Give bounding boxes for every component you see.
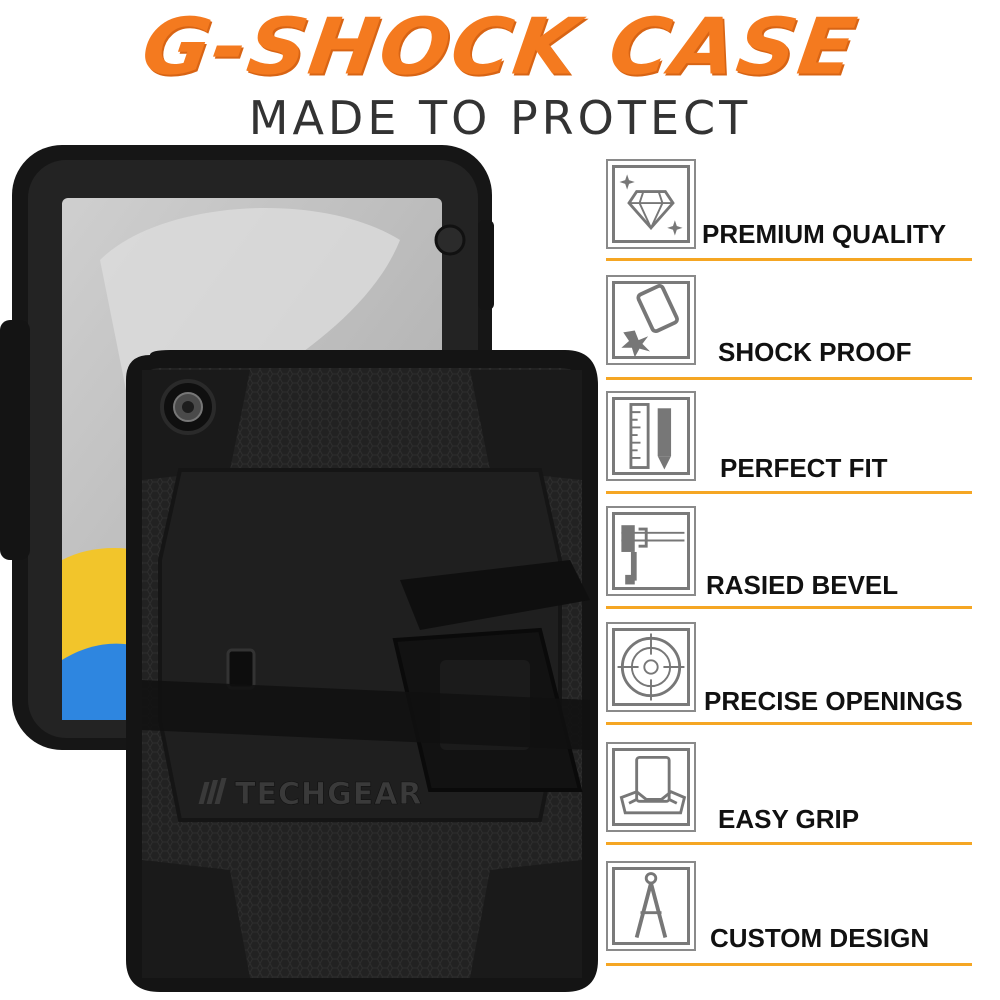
feature-divider bbox=[606, 606, 972, 609]
shock-proof-icon bbox=[621, 284, 679, 358]
ruler-pencil-icon bbox=[629, 403, 672, 470]
subheadline-banner: MADE TO PROTECT bbox=[0, 88, 1000, 148]
subheadline-text: MADE TO PROTECT bbox=[248, 91, 752, 145]
feature-item: CUSTOM DESIGN bbox=[600, 857, 1000, 972]
feature-item: SHOCK PROOF bbox=[600, 271, 1000, 386]
feature-item: RASIED BEVEL bbox=[600, 502, 1000, 617]
feature-item: PRECISE OPENINGS bbox=[600, 618, 1000, 733]
feature-icon-box bbox=[606, 506, 696, 596]
target-icon bbox=[617, 633, 685, 701]
brand-logo: TECHGEAR bbox=[198, 777, 423, 812]
feature-label: SHOCK PROOF bbox=[718, 337, 912, 367]
feature-label: EASY GRIP bbox=[718, 804, 860, 834]
feature-divider bbox=[606, 491, 972, 494]
feature-label: RASIED BEVEL bbox=[706, 570, 899, 600]
feature-divider bbox=[606, 963, 972, 966]
feature-divider bbox=[606, 377, 972, 380]
brand-logo-text: TECHGEAR bbox=[235, 777, 423, 812]
headline-text: G-SHOCK CASE bbox=[136, 1, 864, 93]
feature-icon-box bbox=[606, 622, 696, 712]
tablet-grip-icon bbox=[619, 755, 687, 815]
feature-label: PREMIUM QUALITY bbox=[702, 219, 947, 249]
feature-label: PRECISE OPENINGS bbox=[704, 686, 963, 716]
feature-divider bbox=[606, 722, 972, 725]
diamond-icon bbox=[619, 174, 683, 236]
feature-label: PERFECT FIT bbox=[720, 453, 888, 483]
feature-divider bbox=[606, 842, 972, 845]
feature-icon-box bbox=[606, 391, 696, 481]
feature-item: EASY GRIP bbox=[600, 738, 1000, 853]
feature-divider bbox=[606, 258, 972, 261]
features-list: PREMIUM QUALITY SHOCK PROOF PERFECT FIT bbox=[600, 155, 1000, 1000]
feature-icon-box bbox=[606, 159, 696, 249]
headline-banner: G-SHOCK CASE bbox=[0, 2, 1000, 92]
compass-icon bbox=[634, 872, 668, 939]
feature-item: PREMIUM QUALITY bbox=[600, 155, 1000, 270]
feature-label: CUSTOM DESIGN bbox=[710, 923, 930, 953]
feature-icon-box bbox=[606, 742, 696, 832]
back-case-view bbox=[126, 350, 598, 992]
product-image: TECHGEAR bbox=[0, 145, 598, 992]
feature-icon-box bbox=[606, 275, 696, 365]
caliper-icon bbox=[621, 525, 685, 585]
feature-icon-box bbox=[606, 861, 696, 951]
feature-item: PERFECT FIT bbox=[600, 387, 1000, 502]
